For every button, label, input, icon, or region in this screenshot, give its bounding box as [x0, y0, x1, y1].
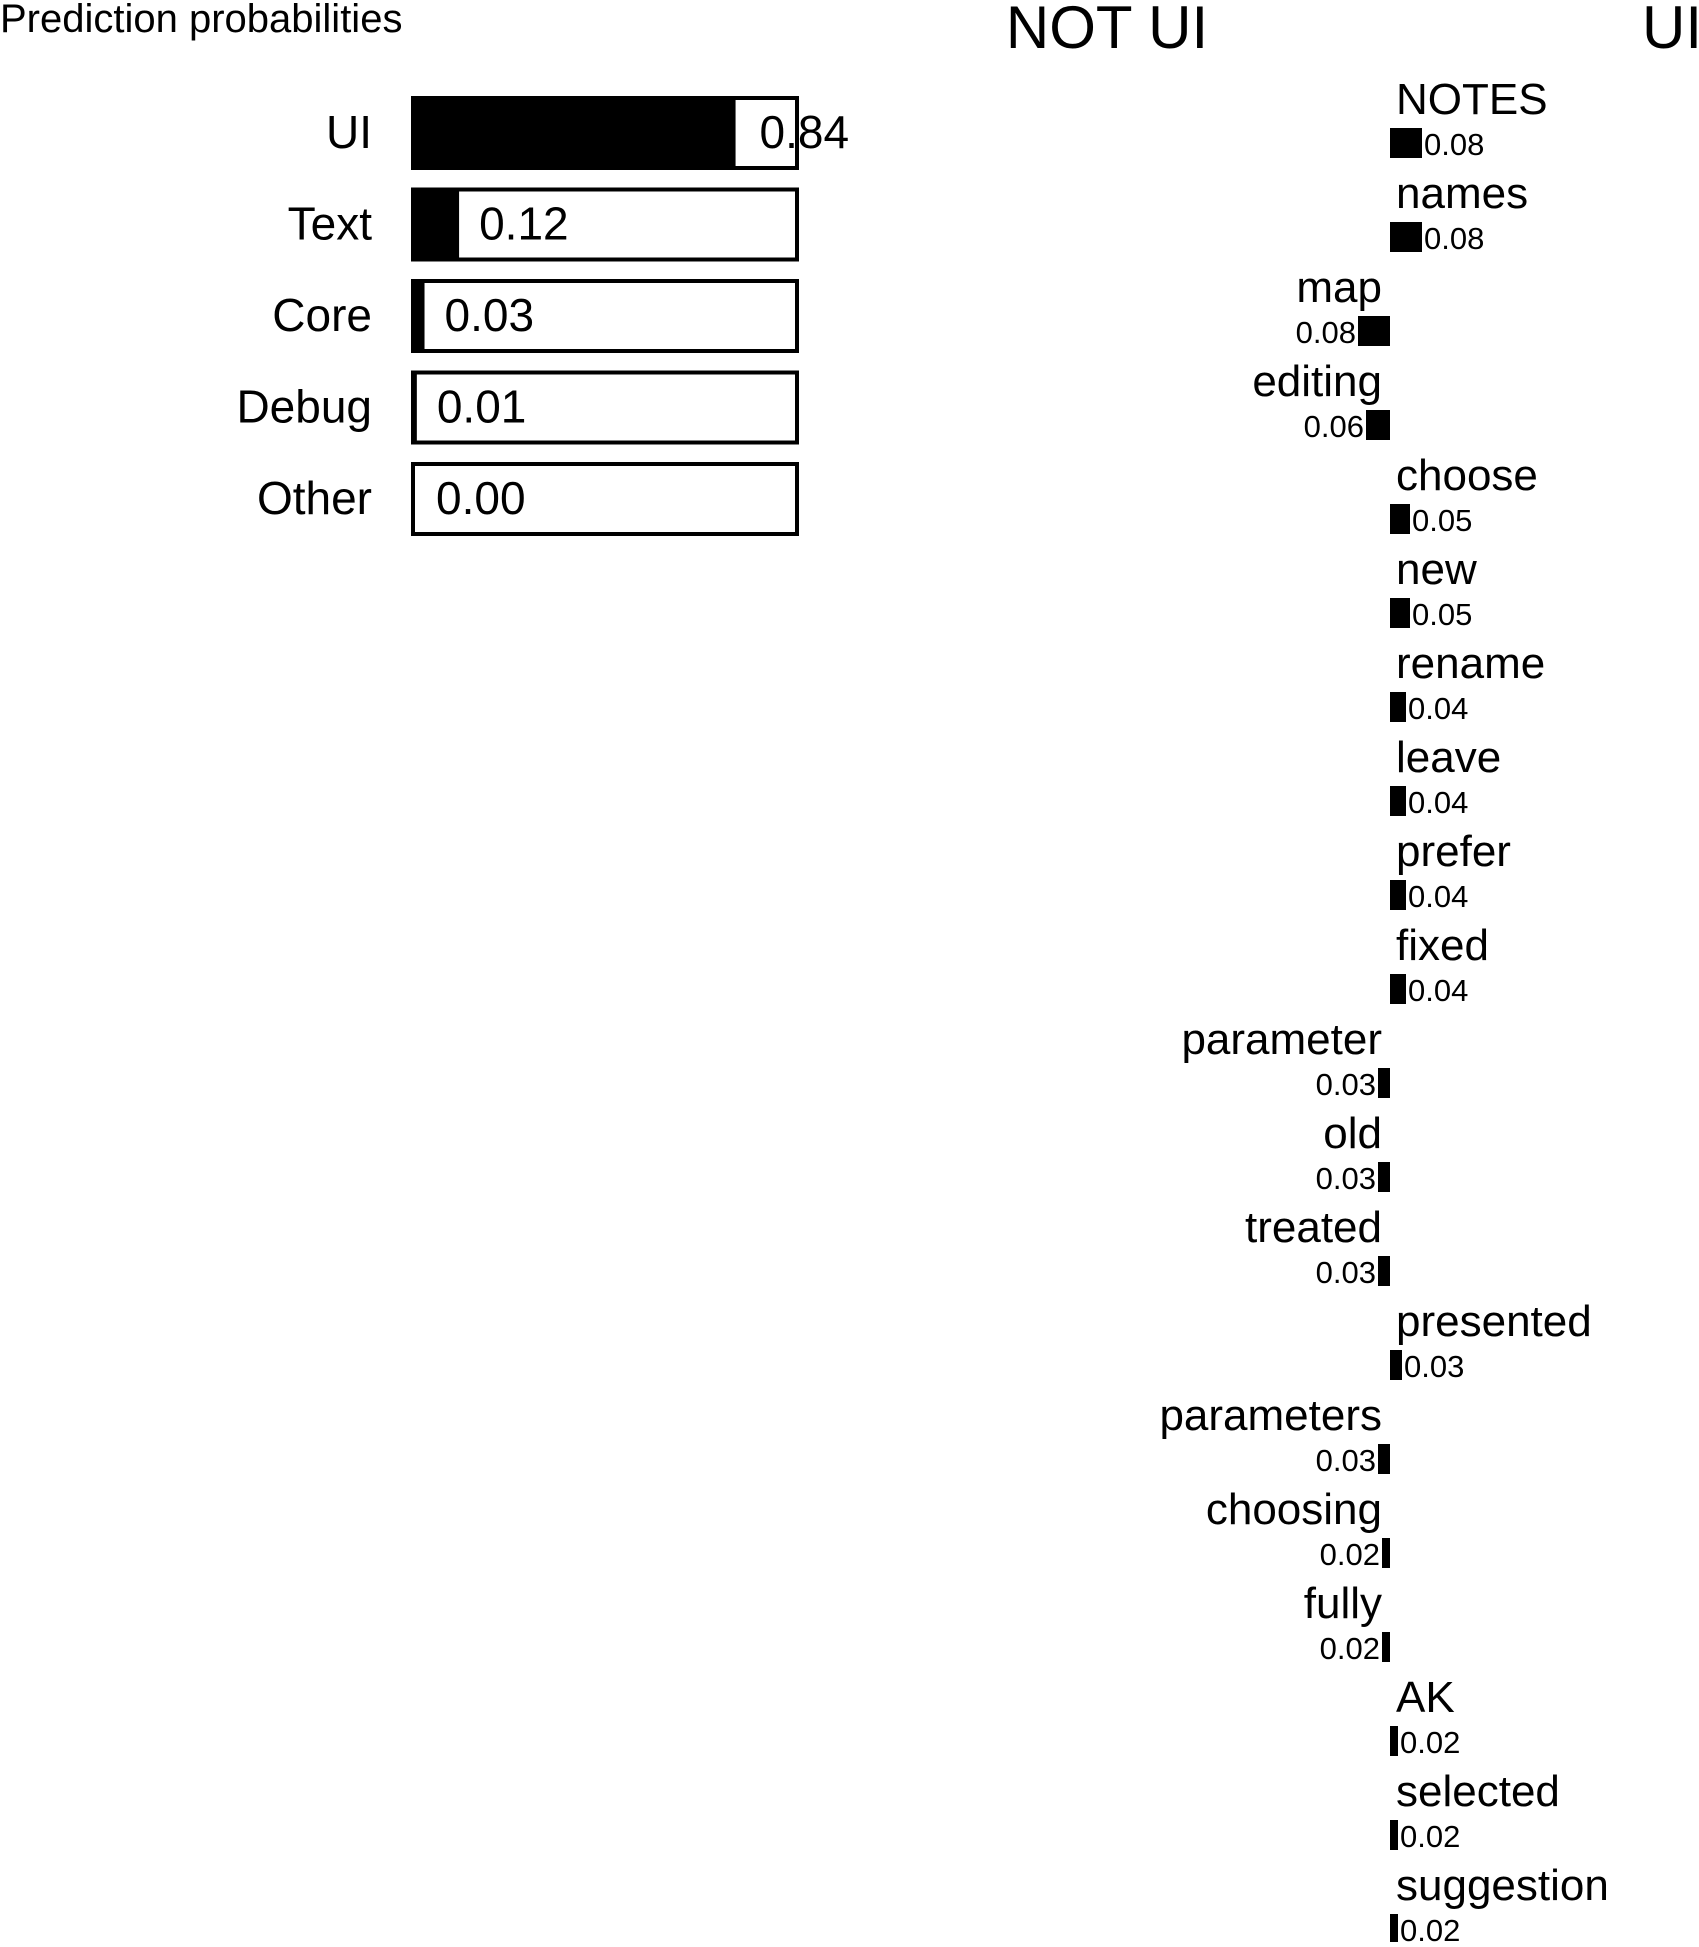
feature-word-fixed: fixed — [1396, 921, 1489, 970]
class-label-ui: UI — [326, 106, 372, 158]
feature-weights-chart: NOTES0.08names0.08map0.08editing0.06choo… — [1159, 75, 1609, 1947]
feature-bar-ak — [1390, 1726, 1398, 1756]
feature-weight-presented: 0.03 — [1404, 1349, 1464, 1384]
probability-box-core — [411, 279, 799, 353]
feature-word-leave: leave — [1396, 733, 1501, 782]
class-label-other: Other — [257, 472, 372, 524]
feature-word-old: old — [1323, 1109, 1382, 1158]
feature-weight-choose: 0.05 — [1412, 503, 1472, 538]
probability-value-ui: 0.84 — [760, 106, 850, 158]
probability-box-text — [411, 187, 799, 262]
feature-weight-new: 0.05 — [1412, 597, 1472, 632]
feature-word-parameter: parameter — [1181, 1015, 1382, 1064]
feature-bar-prefer — [1390, 880, 1406, 910]
feature-weight-fixed: 0.04 — [1408, 973, 1468, 1008]
feature-weight-names: 0.08 — [1424, 221, 1484, 256]
feature-word-choosing: choosing — [1206, 1485, 1382, 1534]
feature-word-prefer: prefer — [1396, 827, 1511, 876]
feature-word-presented: presented — [1396, 1297, 1592, 1346]
probability-bar-text — [413, 189, 460, 260]
feature-bar-rename — [1390, 692, 1406, 722]
feature-word-notes: NOTES — [1396, 75, 1548, 124]
feature-word-choose: choose — [1396, 451, 1538, 500]
feature-bar-map — [1358, 316, 1390, 346]
feature-word-new: new — [1396, 545, 1477, 594]
feature-bar-parameters — [1378, 1444, 1390, 1474]
feature-weight-treated: 0.03 — [1316, 1255, 1376, 1290]
probability-value-debug: 0.01 — [437, 381, 527, 433]
feature-word-selected: selected — [1396, 1767, 1560, 1816]
feature-word-ak: AK — [1396, 1673, 1455, 1722]
probability-box-other — [411, 462, 799, 536]
probability-bar-core — [413, 281, 425, 351]
feature-weight-suggestion: 0.02 — [1400, 1913, 1460, 1942]
class-label-debug: Debug — [236, 381, 372, 433]
feature-weight-old: 0.03 — [1316, 1161, 1376, 1196]
feature-weight-fully: 0.02 — [1320, 1631, 1380, 1666]
feature-bar-names — [1390, 222, 1422, 252]
feature-weight-parameter: 0.03 — [1316, 1067, 1376, 1102]
feature-word-names: names — [1396, 169, 1528, 218]
feature-weight-leave: 0.04 — [1408, 785, 1468, 820]
feature-weight-map: 0.08 — [1296, 315, 1356, 350]
class-label-text: Text — [288, 198, 373, 250]
feature-bar-fixed — [1390, 974, 1406, 1004]
prediction-probabilities-title: Prediction probabilities — [0, 0, 402, 41]
feature-bar-suggestion — [1390, 1914, 1398, 1944]
feature-bar-old — [1378, 1162, 1390, 1192]
feature-weight-selected: 0.02 — [1400, 1819, 1460, 1854]
negative-class-label: NOT UI — [1006, 0, 1208, 61]
probability-value-other: 0.00 — [436, 472, 526, 524]
feature-bar-presented — [1390, 1350, 1402, 1380]
feature-weight-parameters: 0.03 — [1316, 1443, 1376, 1478]
probability-bar-debug — [413, 372, 417, 443]
feature-bar-selected — [1390, 1820, 1398, 1850]
probability-value-text: 0.12 — [479, 198, 569, 250]
feature-word-rename: rename — [1396, 639, 1545, 688]
feature-bar-treated — [1378, 1256, 1390, 1286]
feature-bar-choose — [1390, 504, 1410, 534]
feature-bar-new — [1390, 598, 1410, 628]
feature-bar-fully — [1382, 1632, 1390, 1662]
feature-weight-notes: 0.08 — [1424, 127, 1484, 162]
feature-word-parameters: parameters — [1159, 1391, 1382, 1440]
feature-word-fully: fully — [1304, 1579, 1382, 1628]
probability-box-debug — [411, 370, 799, 445]
feature-word-editing: editing — [1252, 357, 1382, 406]
feature-weight-prefer: 0.04 — [1408, 879, 1468, 914]
feature-bar-choosing — [1382, 1538, 1390, 1568]
probability-value-core: 0.03 — [445, 289, 535, 341]
feature-bar-editing — [1366, 410, 1390, 440]
feature-bar-notes — [1390, 128, 1422, 158]
feature-bar-parameter — [1378, 1068, 1390, 1098]
feature-word-map: map — [1296, 263, 1382, 312]
feature-weight-rename: 0.04 — [1408, 691, 1468, 726]
feature-weight-choosing: 0.02 — [1320, 1537, 1380, 1572]
feature-word-treated: treated — [1245, 1203, 1382, 1252]
positive-class-label: UI — [1642, 0, 1699, 61]
feature-weight-ak: 0.02 — [1400, 1725, 1460, 1760]
probability-bar-ui — [413, 98, 736, 168]
feature-weight-editing: 0.06 — [1304, 409, 1364, 444]
class-label-core: Core — [272, 289, 372, 341]
feature-word-suggestion: suggestion — [1396, 1861, 1609, 1910]
feature-bar-leave — [1390, 786, 1406, 816]
